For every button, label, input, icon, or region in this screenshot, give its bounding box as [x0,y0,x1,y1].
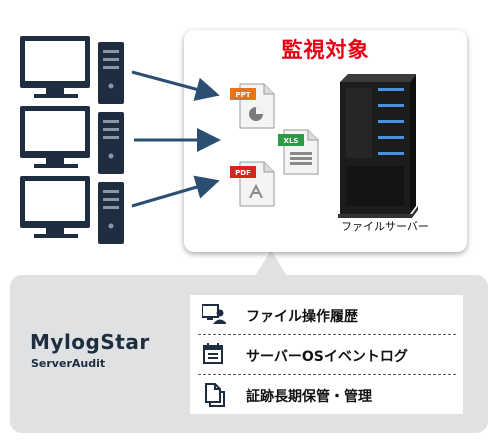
client-pc-icon [20,176,124,244]
server-label: ファイルサーバー [341,220,429,233]
pdf-tag: PDF [235,169,251,177]
monitored-target-box [184,30,467,252]
product-name: MylogStar [30,330,150,354]
event-log-icon [202,343,226,369]
product-edition: ServerAudit [31,357,106,370]
list-item: ファイル操作履歴 [190,295,463,334]
feature-label: サーバーOSイベントログ [246,349,408,365]
arrow-icon [131,70,220,101]
feature-label: 証跡長期保管・管理 [246,389,372,405]
pdf-file-icon: PDF [230,161,275,207]
ppt-tag: PPT [235,91,250,99]
feature-list: ファイル操作履歴 サーバーOSイベントログ 証跡長期保管・管理 [190,295,463,414]
document-copy-icon [202,383,226,411]
pc-user-icon [201,303,227,329]
arrow-icon [131,175,220,208]
xls-tag: XLS [284,137,299,145]
ppt-file-icon: PPT [230,83,275,129]
feature-label: ファイル操作履歴 [246,309,358,325]
divider [198,334,456,335]
client-pc-icon [20,106,124,174]
list-item: サーバーOSイベントログ [190,335,463,374]
client-pc-icon [20,36,124,104]
xls-file-icon: XLS [278,129,319,175]
target-title: 監視対象 [281,38,370,62]
list-item: 証跡長期保管・管理 [190,375,463,414]
divider [198,374,456,375]
file-server-icon [338,74,418,218]
